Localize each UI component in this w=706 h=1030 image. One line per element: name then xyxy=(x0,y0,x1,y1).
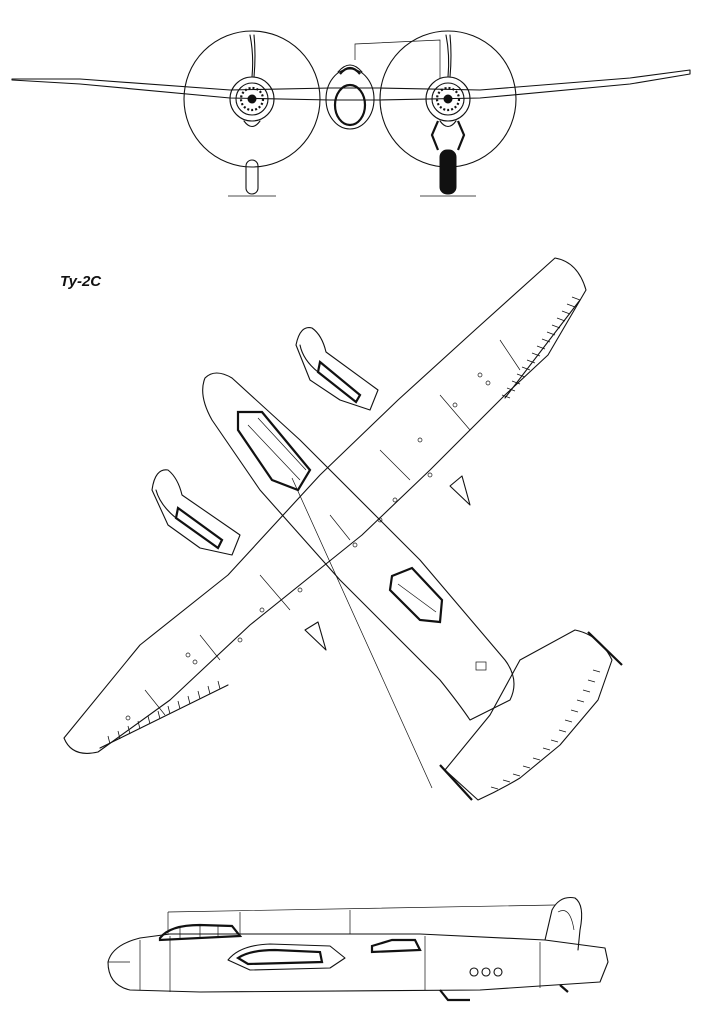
side-engine-nacelle xyxy=(227,943,346,971)
aircraft-designation-label: Ty-2C xyxy=(60,273,102,290)
left-propeller-disc xyxy=(183,30,321,168)
top-right-aileron xyxy=(501,296,581,399)
side-front-canopy xyxy=(158,923,243,942)
top-wing-fairing-2 xyxy=(304,621,327,651)
front-main-gear xyxy=(420,120,476,197)
top-left-aileron xyxy=(99,680,229,749)
side-rear-canopy xyxy=(370,938,422,954)
top-view xyxy=(63,257,623,801)
top-fuselage xyxy=(202,372,515,721)
top-horizontal-stabilizer xyxy=(444,629,613,801)
top-wing xyxy=(63,257,587,754)
front-fuselage xyxy=(325,64,375,130)
left-engine-nacelle xyxy=(229,76,275,128)
top-wing-fairing-1 xyxy=(449,475,471,506)
top-panel-details xyxy=(125,372,491,721)
top-lower-engine-nacelle xyxy=(151,469,241,556)
side-view xyxy=(107,896,609,1002)
top-left-tail-fin xyxy=(439,764,473,801)
top-rear-canopy xyxy=(388,566,444,624)
top-wing-panel-lines xyxy=(144,339,521,716)
side-rudder-line xyxy=(557,910,575,931)
right-propeller-blade xyxy=(445,34,452,78)
side-antenna-wire xyxy=(167,904,556,934)
right-engine-nacelle xyxy=(425,76,471,128)
top-front-canopy xyxy=(236,410,312,492)
side-portholes xyxy=(469,967,503,977)
side-panel-lines xyxy=(108,936,541,992)
side-landing-gear xyxy=(439,984,569,1002)
front-view xyxy=(11,30,691,197)
side-vertical-tail xyxy=(544,896,583,951)
top-right-tail-fin xyxy=(587,631,623,666)
top-upper-engine-nacelle xyxy=(295,327,379,411)
side-fuselage xyxy=(107,933,609,993)
front-tail-wheel xyxy=(228,159,276,197)
top-elevator-hatching xyxy=(490,669,601,790)
front-wing xyxy=(11,69,691,101)
left-propeller-blade xyxy=(249,34,256,78)
front-antenna-wire xyxy=(354,39,441,78)
top-antenna-wire xyxy=(291,477,433,789)
